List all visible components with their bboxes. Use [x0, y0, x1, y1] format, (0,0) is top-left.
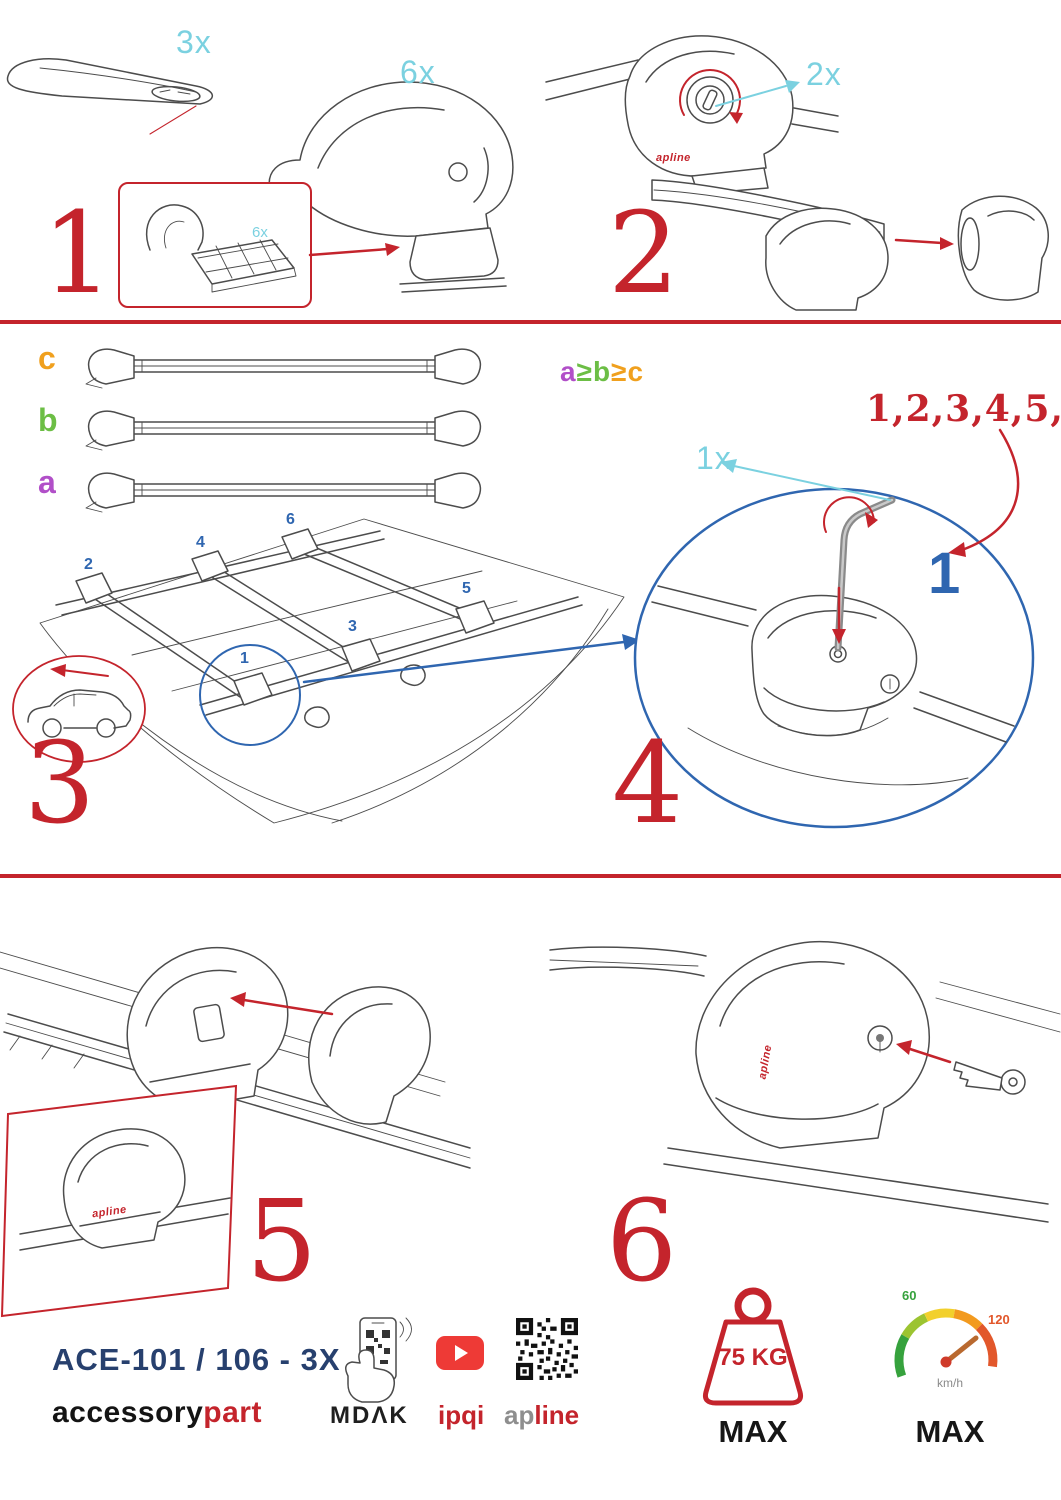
apline-ap: ap [504, 1400, 535, 1430]
position-3: 3 [348, 618, 357, 635]
qty-label-tool: 1x [696, 440, 732, 476]
locked-foot-inset [0, 1078, 245, 1323]
bar-a-drawing [72, 460, 497, 522]
tightening-zoom-drawing [628, 478, 1043, 833]
bar-c-drawing [72, 336, 497, 398]
endcap-drawing [648, 152, 1061, 317]
bar-b-drawing [72, 398, 497, 460]
arrow-sequence-start [948, 428, 1020, 557]
arrow-tool-qty [720, 459, 891, 501]
step-3-number: 3 [24, 719, 96, 849]
step-4-number: 4 [612, 719, 684, 849]
max-speed-label: MAX [915, 1414, 985, 1449]
model-number: ACE-101 / 106 - 3X [52, 1342, 341, 1377]
brand-part: part [203, 1396, 262, 1429]
cover-open-drawing [0, 886, 485, 1236]
bar-c-label: c [38, 340, 56, 376]
foot-assembly-drawing [248, 52, 548, 307]
first-position-number: 1 [928, 541, 961, 606]
speed-low-label: 60 [902, 1288, 917, 1303]
brand-wordmark: accessorypart [52, 1396, 262, 1430]
key-lock-drawing [548, 886, 1061, 1231]
qr-code-icon [516, 1318, 578, 1380]
step-2-number: 2 [608, 189, 680, 319]
step-1-number: 1 [42, 189, 114, 319]
max-weight-label: MAX [718, 1414, 788, 1449]
rule-ge1: ≥ [576, 356, 593, 387]
rule-c: c [627, 356, 645, 387]
speed-unit-label: km/h [936, 1376, 963, 1390]
position-2: 2 [84, 556, 93, 573]
foot-lock-drawing [542, 12, 842, 207]
youtube-icon [436, 1336, 484, 1370]
scan-app-icon [336, 1316, 412, 1406]
step-5-number: 5 [246, 1177, 318, 1307]
qty-label-crossbar: 3x [176, 24, 212, 60]
position-1: 1 [240, 650, 249, 667]
qty-label-pad: 6x [252, 224, 268, 241]
position-5: 5 [462, 580, 471, 597]
bar-b-label: b [38, 402, 58, 438]
ipqi-logo: ipqi [438, 1400, 485, 1430]
car-roof-drawing [12, 505, 647, 830]
play-icon [455, 1345, 468, 1361]
rule-a: a [560, 356, 577, 387]
rule-b: b [592, 356, 612, 387]
max-speed-icon [876, 1282, 1016, 1407]
qty-label-lock: 2x [806, 56, 842, 92]
apline-logo-text: apline [656, 152, 691, 164]
tightening-sequence: 1,2,3,4,5,6 [866, 388, 1061, 430]
position-4: 4 [196, 534, 205, 551]
crossbar-drawing [0, 42, 235, 137]
brand-accessory: accessory [52, 1396, 204, 1429]
speed-high-label: 120 [988, 1312, 1010, 1327]
arrow-detail-zoom [302, 634, 640, 684]
step-6-number: 6 [606, 1177, 678, 1307]
arrow-lock-qty [715, 80, 800, 107]
arrow-pad-to-foot [308, 243, 400, 257]
mdak-logo: MDΛK [330, 1402, 409, 1429]
section-divider-2 [0, 874, 1061, 878]
position-6: 6 [286, 511, 295, 528]
apline-line: line [534, 1400, 580, 1430]
rubber-pad-inset: 6x [118, 182, 312, 308]
car-direction-inset [8, 648, 150, 766]
rule-ge2: ≥ [611, 356, 628, 387]
section-divider-1 [0, 320, 1061, 324]
apline-logo: apline [504, 1400, 579, 1431]
max-weight-icon [694, 1282, 812, 1410]
bar-a-label: a [38, 464, 56, 500]
max-weight-value: 75 KG [718, 1344, 788, 1371]
qty-label-foot: 6x [400, 54, 436, 90]
size-order-rule: a≥b≥c [560, 356, 644, 388]
